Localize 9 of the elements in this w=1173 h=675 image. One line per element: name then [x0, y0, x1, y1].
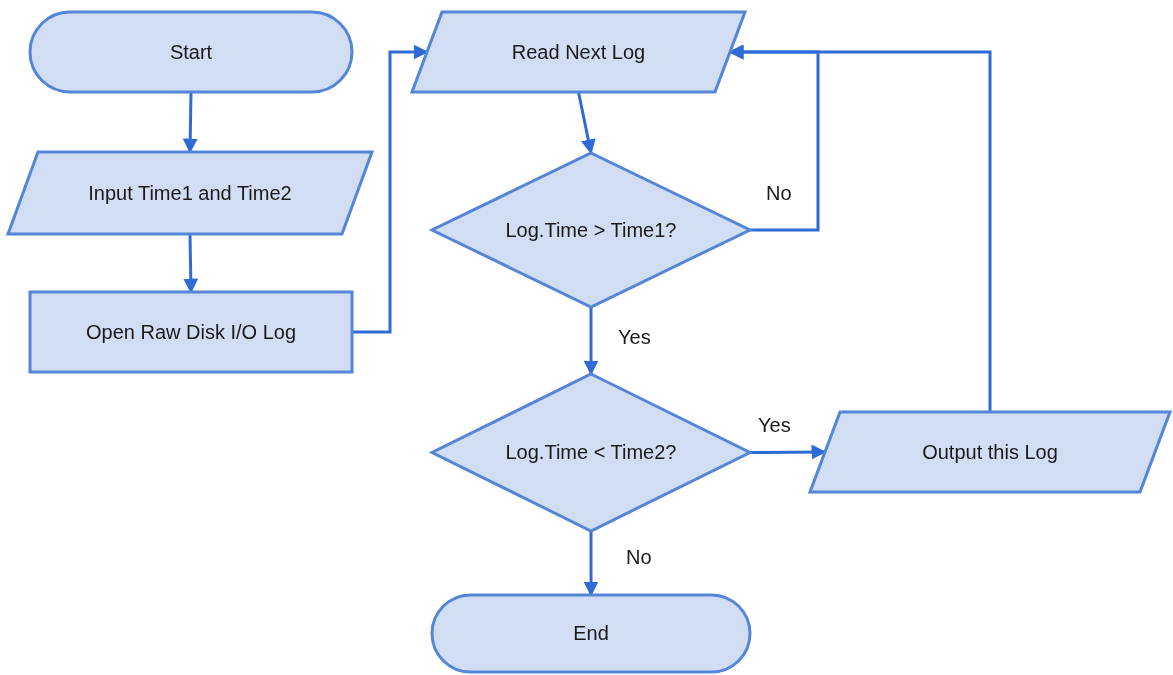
node-label: Output this Log — [922, 440, 1058, 464]
arrow — [583, 307, 599, 376]
node-label: Log.Time < Time2? — [505, 441, 677, 464]
node-label: Read Next Log — [511, 40, 646, 64]
node-label: Start — [169, 40, 213, 64]
node-label: Log.Time > Time1? — [505, 218, 677, 242]
node-label: End — [573, 622, 609, 645]
node-label: Open Raw Disk I/O Log — [85, 320, 297, 344]
node-label: Input Time1 and Time2 — [88, 181, 292, 205]
